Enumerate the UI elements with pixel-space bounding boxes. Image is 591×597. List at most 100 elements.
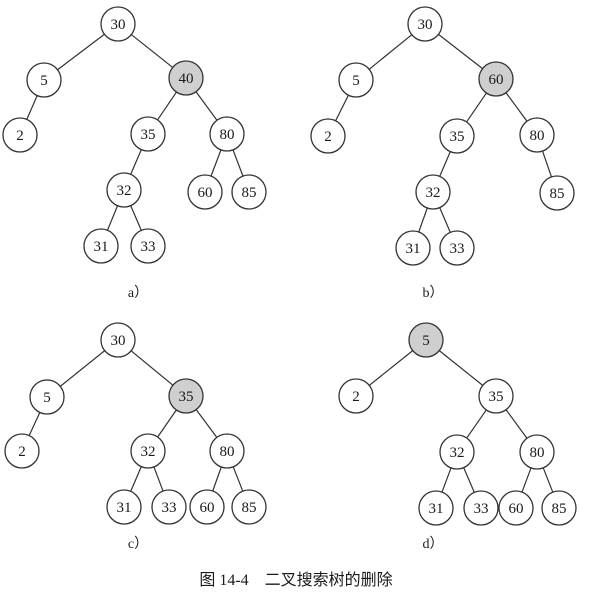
node-label: 31 bbox=[406, 241, 421, 257]
edge-c-30-35 bbox=[130, 350, 174, 386]
tree-node-a-33: 33 bbox=[130, 228, 166, 264]
edge-c-5-2 bbox=[28, 412, 41, 436]
node-label: 30 bbox=[111, 17, 126, 33]
node-circle bbox=[338, 62, 374, 98]
node-circle bbox=[407, 6, 443, 42]
node-circle bbox=[498, 490, 534, 526]
edge-b-60-80 bbox=[505, 92, 528, 122]
node-circle bbox=[130, 116, 166, 152]
tree-node-d-2: 2 bbox=[338, 378, 374, 414]
edge-d-80-85 bbox=[542, 467, 554, 493]
edge-a-35-32 bbox=[130, 149, 142, 175]
tree-node-a-35: 35 bbox=[130, 116, 166, 152]
node-circle bbox=[395, 230, 431, 266]
tree-node-a-40: 40 bbox=[168, 60, 204, 96]
tree-node-b-35: 35 bbox=[439, 118, 475, 154]
node-label: 80 bbox=[530, 128, 545, 144]
tree-node-a-80: 80 bbox=[209, 116, 245, 152]
node-circle bbox=[539, 175, 575, 211]
tree-node-d-85: 85 bbox=[541, 490, 577, 526]
edge-b-35-32 bbox=[439, 151, 451, 177]
edge-d-5-35 bbox=[438, 350, 484, 386]
node-circle bbox=[130, 228, 166, 264]
node-circle bbox=[168, 378, 204, 414]
node-circle bbox=[463, 490, 499, 526]
node-circle bbox=[168, 60, 204, 96]
node-circle bbox=[4, 433, 40, 469]
tree-node-d-33: 33 bbox=[463, 490, 499, 526]
edge-d-80-60 bbox=[521, 467, 532, 493]
node-label: 35 bbox=[141, 127, 156, 143]
edge-a-32-31 bbox=[106, 205, 119, 231]
edge-d-5-2 bbox=[368, 350, 414, 386]
tree-node-a-60: 60 bbox=[187, 174, 223, 210]
edge-d-35-32 bbox=[466, 409, 487, 439]
node-circle bbox=[189, 489, 225, 525]
edge-b-32-33 bbox=[439, 207, 451, 233]
node-circle bbox=[231, 489, 267, 525]
tree-node-b-32: 32 bbox=[415, 174, 451, 210]
node-circle bbox=[231, 174, 267, 210]
edge-d-35-80 bbox=[505, 409, 528, 439]
node-label: 32 bbox=[450, 445, 465, 461]
node-circle bbox=[439, 434, 475, 470]
node-label: 2 bbox=[352, 389, 360, 405]
edge-a-5-2 bbox=[26, 95, 38, 120]
node-label: 31 bbox=[429, 501, 444, 517]
panel-label-a: a） bbox=[128, 285, 148, 301]
edge-c-32-31 bbox=[130, 466, 142, 492]
tree-node-b-80: 80 bbox=[519, 117, 555, 153]
tree-node-a-2: 2 bbox=[2, 117, 38, 153]
node-label: 30 bbox=[418, 17, 433, 33]
tree-node-d-31: 31 bbox=[418, 490, 454, 526]
node-circle bbox=[478, 378, 514, 414]
tree-node-c-2: 2 bbox=[4, 433, 40, 469]
tree-node-b-30: 30 bbox=[407, 6, 443, 42]
node-circle bbox=[106, 172, 142, 208]
tree-node-c-85: 85 bbox=[231, 489, 267, 525]
node-label: 80 bbox=[220, 444, 235, 460]
node-label: 33 bbox=[141, 239, 156, 255]
node-circle bbox=[209, 116, 245, 152]
node-circle bbox=[478, 61, 514, 97]
panel-label-b: b） bbox=[423, 285, 444, 301]
edge-a-80-60 bbox=[210, 149, 222, 177]
tree-node-b-85: 85 bbox=[539, 175, 575, 211]
edge-c-80-60 bbox=[212, 466, 222, 492]
tree-node-a-30: 30 bbox=[100, 6, 136, 42]
node-circle bbox=[26, 62, 62, 98]
tree-node-a-32: 32 bbox=[106, 172, 142, 208]
node-label: 60 bbox=[489, 72, 504, 88]
tree-node-d-32: 32 bbox=[439, 434, 475, 470]
node-circle bbox=[151, 489, 187, 525]
node-circle bbox=[439, 230, 475, 266]
edge-b-5-2 bbox=[335, 94, 349, 122]
tree-node-c-35: 35 bbox=[168, 378, 204, 414]
panel-label-c: c） bbox=[128, 536, 148, 552]
node-label: 60 bbox=[198, 185, 213, 201]
node-label: 5 bbox=[422, 333, 430, 349]
edge-b-80-85 bbox=[541, 150, 553, 178]
edge-a-40-80 bbox=[195, 91, 218, 121]
tree-node-c-5: 5 bbox=[29, 379, 65, 415]
node-label: 32 bbox=[426, 185, 441, 201]
edge-a-32-33 bbox=[130, 205, 142, 231]
node-circle bbox=[418, 490, 454, 526]
edge-c-35-80 bbox=[195, 409, 218, 438]
node-label: 80 bbox=[220, 127, 235, 143]
node-circle bbox=[2, 117, 38, 153]
tree-node-c-60: 60 bbox=[189, 489, 225, 525]
tree-node-c-30: 30 bbox=[100, 322, 136, 358]
node-circle bbox=[415, 174, 451, 210]
edge-d-32-33 bbox=[463, 467, 475, 493]
edge-a-80-85 bbox=[232, 149, 244, 177]
node-circle bbox=[106, 489, 142, 525]
tree-node-d-5: 5 bbox=[408, 322, 444, 358]
figure-caption: 图 14-4 二叉搜索树的删除 bbox=[199, 571, 392, 589]
tree-node-c-31: 31 bbox=[106, 489, 142, 525]
node-label: 85 bbox=[550, 186, 565, 202]
